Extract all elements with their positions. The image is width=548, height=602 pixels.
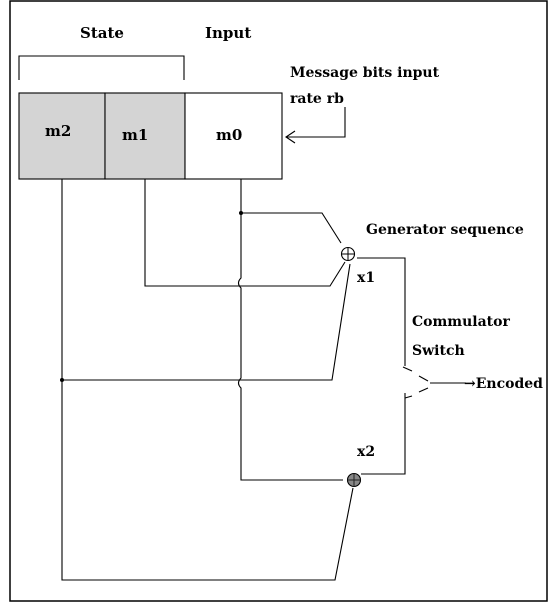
register-label-m2: m2 <box>45 122 71 140</box>
m2-to-adder1-line <box>62 263 351 381</box>
state-bracket <box>18 55 185 80</box>
commutator-lower-contact <box>404 387 429 399</box>
commutator-label-line2: Switch <box>412 343 465 359</box>
state-label: State <box>80 24 124 42</box>
figure-border <box>9 0 548 602</box>
adder-x2-symbol <box>346 472 362 488</box>
x2-label: x2 <box>357 444 375 460</box>
m1-to-adder1-line <box>144 179 346 287</box>
message-bits-label-line1: Message bits input <box>290 65 440 81</box>
m0-tap-line <box>237 179 343 481</box>
commutator-label-line1: Commulator <box>412 314 510 330</box>
adder2-output-line <box>361 393 406 475</box>
input-label: Input <box>205 24 251 42</box>
encoded-bits-label: →Encoded bits <box>464 376 548 392</box>
register-cell-m2 <box>18 92 106 180</box>
m2-tap-junction-dot <box>60 378 64 382</box>
message-input-arrowhead <box>285 130 296 144</box>
message-bits-label-line2: rate rb <box>290 91 344 107</box>
generator-sequence-label: Generator sequence <box>366 222 524 238</box>
adder-x1-symbol <box>340 246 356 262</box>
x1-label: x1 <box>357 270 375 286</box>
register-label-m1: m1 <box>122 126 148 144</box>
register-cell-m0 <box>184 92 283 180</box>
register-label-m0: m0 <box>216 126 242 144</box>
m0-to-adder1-line <box>241 212 342 244</box>
register-cell-m1 <box>104 92 186 180</box>
adder1-output-line <box>357 257 406 366</box>
message-input-line <box>286 107 346 138</box>
commutator-upper-contact <box>402 366 429 382</box>
